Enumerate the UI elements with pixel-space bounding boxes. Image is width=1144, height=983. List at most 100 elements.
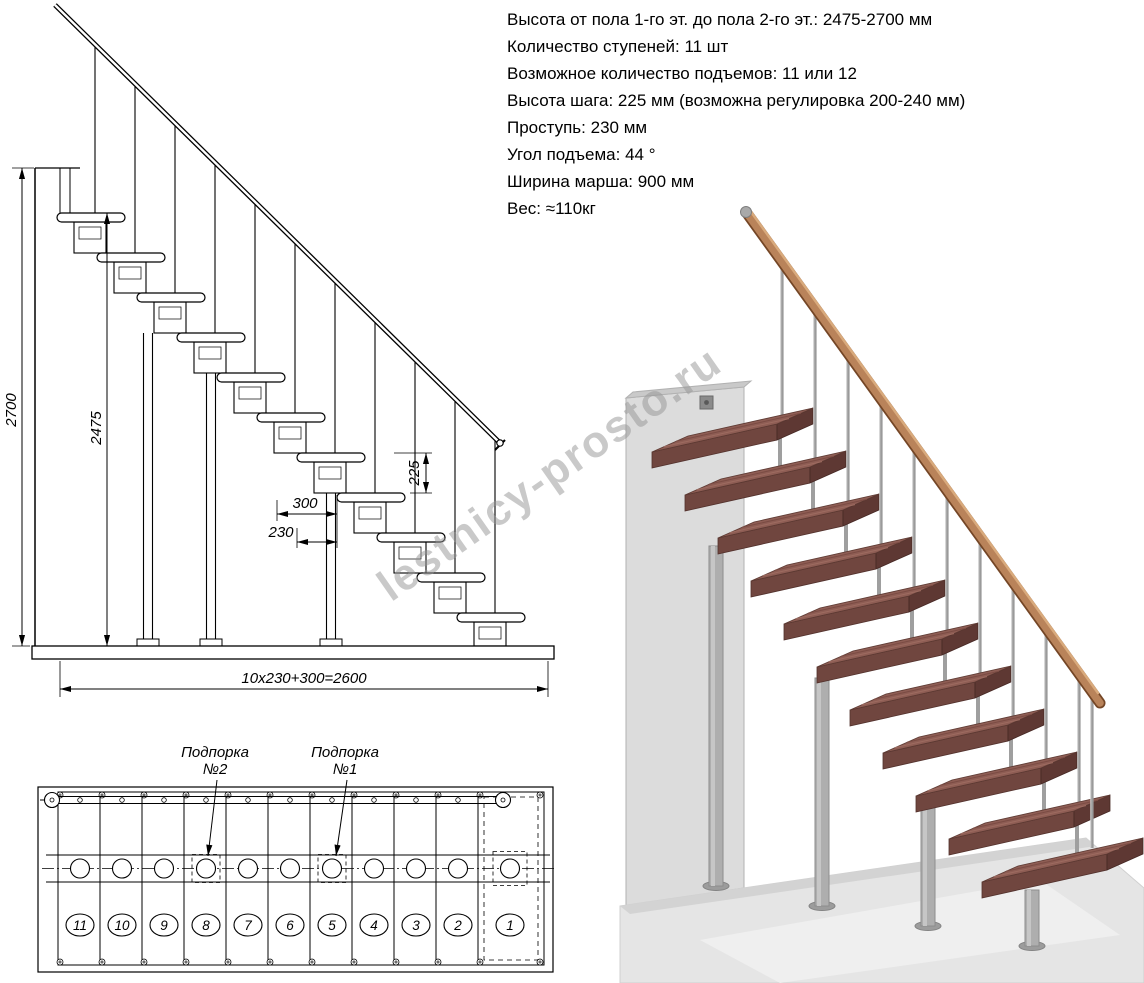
handrail-3d-highlight [747,207,1100,695]
wood-grain [927,762,1054,792]
wood-grain [663,418,790,448]
tread-top [849,665,1012,711]
wood-grain [939,756,1066,786]
wood-grain [1005,842,1132,872]
wood-grain [675,412,802,442]
wood-grain [993,848,1120,878]
screw-icon [140,791,148,799]
support1-leader [334,779,348,857]
dim-tread: 230 [267,524,294,541]
wood-grain [861,676,988,706]
dim-length: 10x230+300=2600 [241,670,367,687]
screw-icon [182,958,190,966]
tread-side [56,212,126,223]
step-bracket-inner [478,626,502,640]
tread-top [948,794,1111,840]
step-number: 4 [370,918,378,933]
floor-post-highlight [1027,890,1031,946]
baluster-top-mark [203,797,209,803]
elevation-drawing: 2700 2475 225 300 230 10x230+300=2600 [3,3,555,697]
screw-icon [476,958,484,966]
step-number-bubble [317,913,347,937]
tread-side [376,532,446,543]
plan-steps-group [40,791,554,966]
wood-grain [972,799,1099,829]
tread-top [783,579,946,625]
baluster-top-mark [119,797,125,803]
step-number: 2 [453,918,462,933]
step-number-bubble [495,913,525,937]
screw-icon [392,791,400,799]
wood-grain [729,504,856,534]
screw-icon [536,791,544,799]
wall [625,386,745,907]
post-hole [447,858,469,879]
post-hole [279,858,301,879]
tread-side [456,612,526,623]
support-labels: Подпорка №2 Подпорка №1 [181,744,379,857]
baluster-top-mark [371,797,377,803]
spec-line-step-count: Количество ступеней: 11 шт [507,37,729,56]
baluster-top-mark [329,797,335,803]
support-marker [492,851,528,886]
step-numbers: 11 10 9 8 7 6 5 4 3 2 1 [65,913,525,937]
dim-total-height: 2700 [3,393,20,428]
support-marker [317,854,347,883]
support2-label: Подпорка [181,744,249,761]
post-base-plate [199,638,223,647]
floor-post-highlight [817,678,821,906]
screw-icon [308,958,316,966]
rail-end-post [43,791,61,809]
step-bracket-inner [238,386,262,400]
tread-top [651,407,814,453]
floor-highlight [700,880,1120,983]
floor-post-highlight [711,546,715,886]
render-3d [619,206,1144,983]
step-number-bubble [359,913,389,937]
spec-line-rise-count: Возможное количество подъемов: 11 или 12 [507,64,857,83]
floor-slab [31,645,555,660]
tread-top [981,837,1144,883]
post-hole [405,858,427,879]
step-bracket-inner [438,586,462,600]
support1-label: Подпорка [311,744,379,761]
wood-grain [894,719,1021,749]
post-hole [321,858,343,879]
post-base-plate [319,638,343,647]
screw-icon [350,958,358,966]
baluster-top-mark [413,797,419,803]
step-number: 8 [202,918,210,933]
wood-grain [807,584,934,614]
screw-icon [350,791,358,799]
step-number: 9 [160,918,168,933]
tread-side [256,412,326,423]
spec-line-weight: Вес: ≈110кг [507,199,596,218]
tread-top [750,536,913,582]
step-number: 5 [328,918,336,933]
spec-line-angle: Угол подъема: 44 ° [507,145,656,164]
step-bracket-inner [78,226,102,240]
step-number: 6 [286,918,294,933]
support1-number: №1 [333,761,358,778]
post-hole [195,858,217,879]
screw-icon [434,958,442,966]
elevation-steps-group [56,44,526,647]
wood-grain [906,713,1033,743]
baluster-top-mark [245,797,251,803]
step-number-bubble [191,913,221,937]
rail-end-post [494,791,512,809]
step-number-bubble [443,913,473,937]
step-bracket-inner [118,266,142,280]
step-bracket-inner [318,466,342,480]
step-number-bubble [233,913,263,937]
step-bracket-inner [158,306,182,320]
step-number: 3 [412,918,420,933]
handrail-inner [54,4,501,444]
tread-side [96,252,166,263]
support2-leader [206,779,218,857]
tread-top [915,751,1078,797]
post-hole [363,858,385,879]
screw-icon [266,791,274,799]
step-number: 1 [506,918,514,933]
screw-icon [224,958,232,966]
